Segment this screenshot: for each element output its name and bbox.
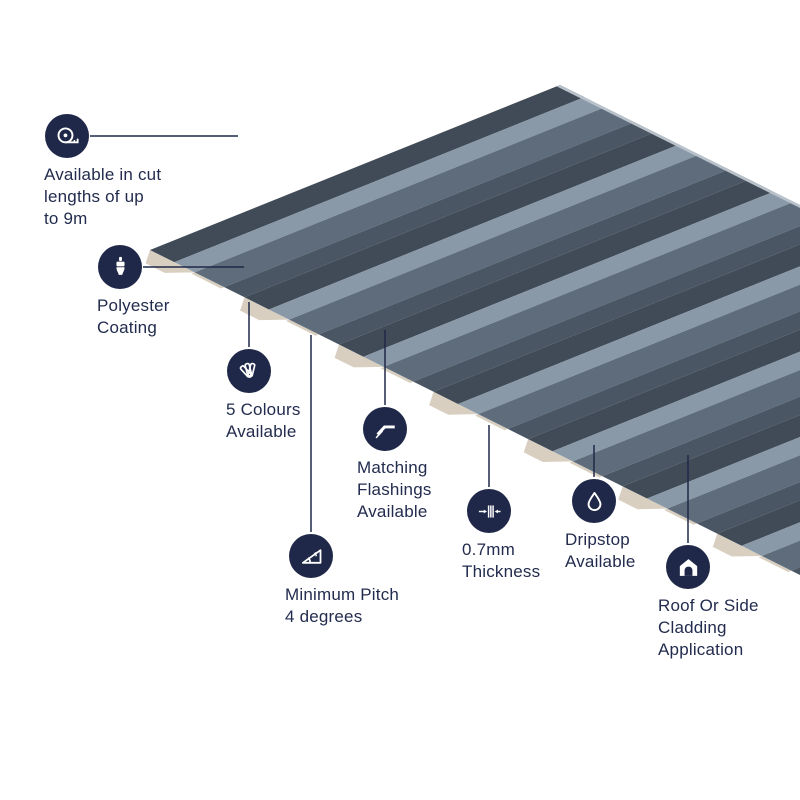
pitch-angle-icon <box>289 534 333 578</box>
box-profile-sheet <box>145 85 800 581</box>
droplet-icon <box>572 479 616 523</box>
callout-cut-lengths: Available in cut lengths of up to 9m <box>44 114 161 230</box>
callout-label: Matching Flashings Available <box>357 458 432 522</box>
callout-label: 0.7mm Thickness <box>462 540 541 582</box>
callout-label: 5 Colours Available <box>226 400 301 442</box>
callout-label: Polyester Coating <box>97 296 170 338</box>
callout-polyester-coating: Polyester Coating <box>97 245 170 339</box>
house-icon <box>666 545 710 589</box>
callout-label: Minimum Pitch 4 degrees <box>285 585 400 627</box>
flashing-icon <box>363 407 407 451</box>
tape-measure-icon <box>45 114 89 158</box>
colour-fan-icon <box>227 349 271 393</box>
callout-colours: 5 Colours Available <box>226 349 301 443</box>
callout-label: Dripstop Available <box>565 530 636 572</box>
callout-thickness: 0.7mm Thickness <box>462 489 540 583</box>
thickness-icon <box>467 489 511 533</box>
callout-cladding: Roof Or Side Cladding Application <box>658 545 759 661</box>
paintbrush-icon <box>98 245 142 289</box>
callout-label: Roof Or Side Cladding Application <box>658 596 759 660</box>
callout-flashings: Matching Flashings Available <box>357 407 432 523</box>
callout-dripstop: Dripstop Available <box>565 479 635 573</box>
callout-pitch: Minimum Pitch 4 degrees <box>285 534 399 628</box>
callout-label: Available in cut lengths of up to 9m <box>44 165 162 229</box>
